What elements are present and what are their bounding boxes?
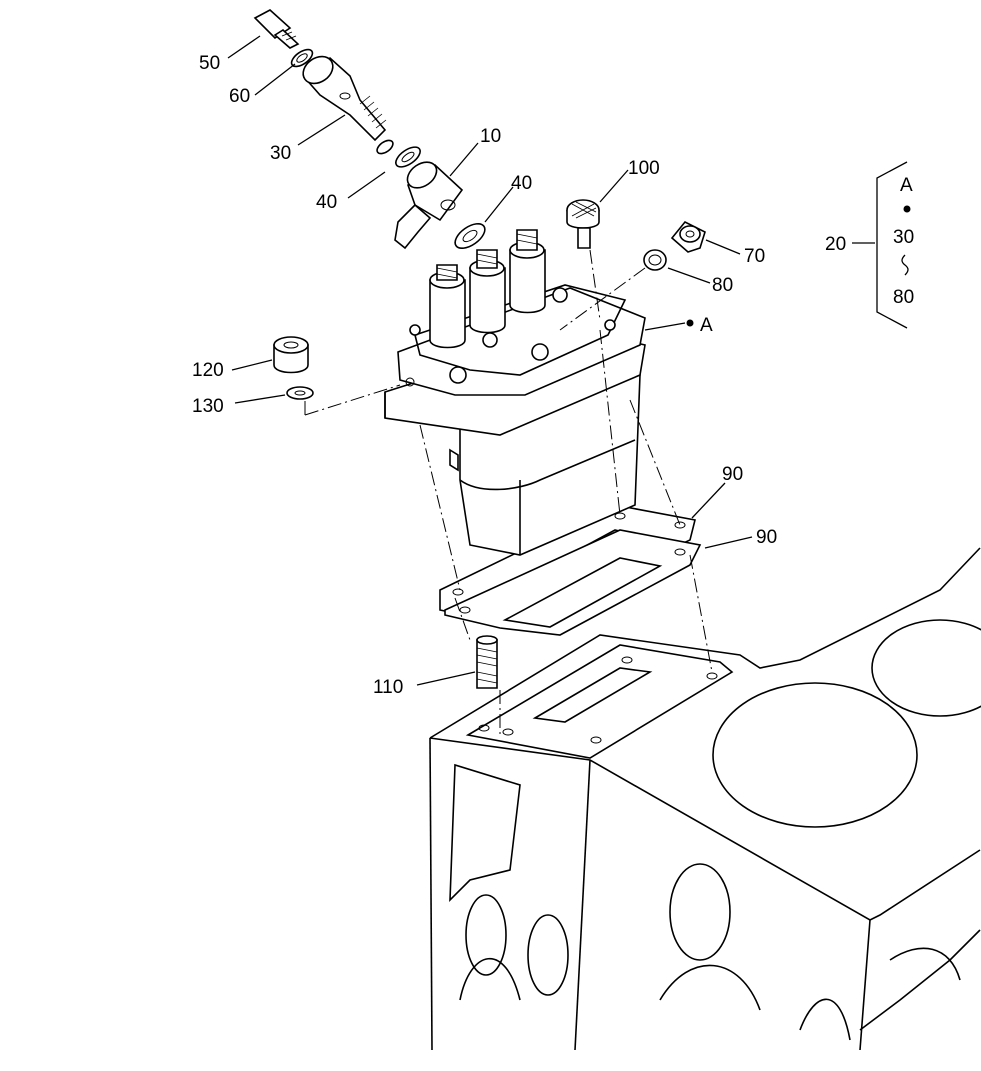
callout-90: 90 bbox=[722, 464, 743, 485]
washer-40a bbox=[395, 146, 421, 168]
callout-60: 60 bbox=[229, 86, 250, 107]
callout-100: 100 bbox=[628, 158, 660, 179]
assembly-lines bbox=[304, 249, 713, 735]
leader-lines bbox=[227, 35, 753, 686]
banjo-30 bbox=[302, 55, 387, 142]
callout-120: 120 bbox=[192, 360, 224, 381]
legend-range-tilde bbox=[901, 254, 909, 276]
callout-40: 40 bbox=[316, 192, 337, 213]
callout-90: 90 bbox=[756, 527, 777, 548]
plug-70 bbox=[670, 220, 706, 253]
callout-50: 50 bbox=[199, 53, 220, 74]
washer-60 bbox=[290, 48, 314, 68]
bolt-50 bbox=[253, 9, 300, 49]
callout-40: 40 bbox=[511, 173, 532, 194]
callout-10: 10 bbox=[480, 126, 501, 147]
washer-130 bbox=[286, 386, 314, 400]
legend-item-a: A bbox=[900, 175, 913, 196]
legend-item-end: 80 bbox=[893, 287, 914, 308]
set-legend: 20 A 30 80 bbox=[825, 161, 914, 329]
callout-110: 110 bbox=[373, 677, 403, 698]
screw-100 bbox=[566, 199, 600, 249]
fitting-10 bbox=[394, 161, 464, 250]
injection-pump bbox=[384, 229, 646, 556]
stud-bolt bbox=[476, 635, 498, 689]
callout-30: 30 bbox=[270, 143, 291, 164]
legend-item-start: 30 bbox=[893, 227, 914, 248]
nut-120 bbox=[273, 336, 309, 374]
washer-40a-inner bbox=[376, 139, 394, 155]
callout-a: A bbox=[700, 315, 713, 336]
legend-label: 20 bbox=[825, 234, 846, 255]
gasket-lower bbox=[444, 529, 702, 636]
callout-70: 70 bbox=[744, 246, 765, 267]
washer-40b bbox=[454, 222, 486, 250]
callout-130: 130 bbox=[192, 396, 224, 417]
engine-block bbox=[429, 547, 981, 1051]
washer-80 bbox=[643, 249, 667, 271]
callout-labels: 50 60 30 40 10 40 100 70 80 A 120 130 90… bbox=[192, 53, 777, 698]
callout-80: 80 bbox=[712, 275, 733, 296]
legend-dot bbox=[903, 205, 911, 213]
